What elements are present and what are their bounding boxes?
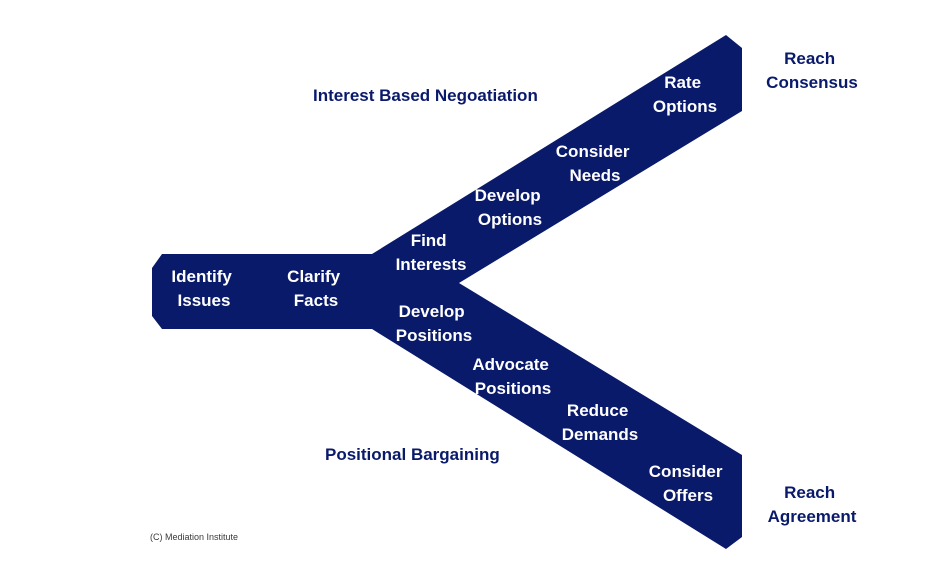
step-identify-issues: Identify Issues xyxy=(171,267,236,310)
outcome-reach-agreement: Reach Agreement xyxy=(768,483,857,526)
copyright-note: (C) Mediation Institute xyxy=(150,532,238,542)
step-reduce-demands: Reduce Demands xyxy=(562,401,639,444)
step-advocate-positions: Advocate Positions xyxy=(472,355,553,398)
step-find-interests: Find Interests xyxy=(396,231,467,274)
upper-branch-title: Interest Based Negoatiation xyxy=(313,86,538,105)
step-clarify-facts: Clarify Facts xyxy=(287,267,345,310)
step-consider-needs: Consider Needs xyxy=(556,142,634,185)
lower-branch-title: Positional Bargaining xyxy=(325,445,500,464)
step-rate-options: Rate Options xyxy=(653,73,717,116)
step-consider-offers: Consider Offers xyxy=(649,462,727,505)
negotiation-y-shape xyxy=(152,35,742,549)
step-develop-options: Develop Options xyxy=(475,186,546,229)
step-develop-positions: Develop Positions xyxy=(396,302,473,345)
outcome-reach-consensus: Reach Consensus xyxy=(766,49,858,92)
